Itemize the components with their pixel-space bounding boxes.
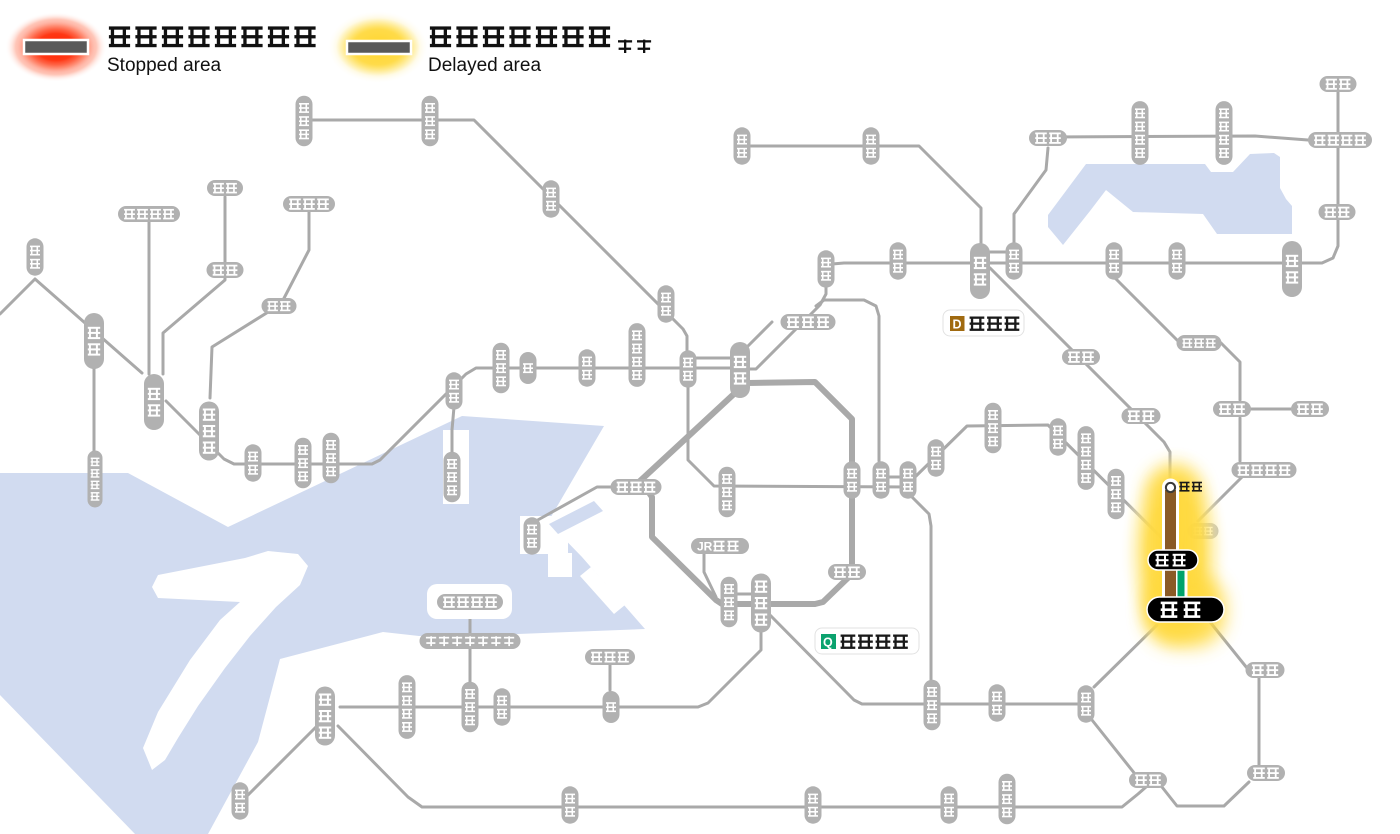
svg-text:Delayed area: Delayed area [428, 55, 541, 76]
svg-text:Q: Q [823, 636, 833, 650]
svg-text:JR: JR [697, 540, 713, 554]
svg-text:D: D [953, 318, 962, 332]
svg-text:Stopped area: Stopped area [107, 55, 222, 76]
